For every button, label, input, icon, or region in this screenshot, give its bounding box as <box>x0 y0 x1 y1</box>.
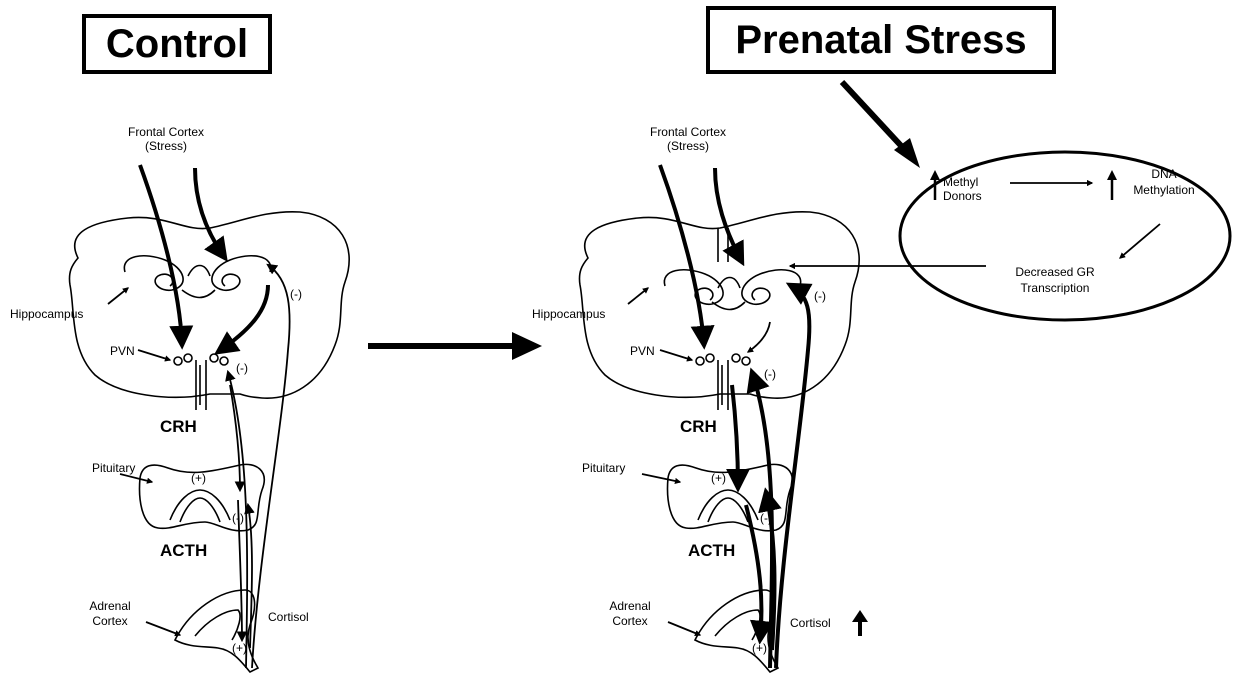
stress-adrenal-pointer <box>668 622 700 635</box>
control-pituitary-neg-sign: (-) <box>232 511 244 525</box>
stress-cortisol-label: Cortisol <box>790 616 831 630</box>
stress-pituitary-label: Pituitary <box>582 461 625 475</box>
stress-adrenal-line2: Cortex <box>612 614 647 628</box>
control-pvn-neg-sign: (-) <box>236 361 248 375</box>
stress-adrenal-inner <box>715 610 760 640</box>
stress-stalk <box>718 228 728 410</box>
stress-hippocampus-label: Hippocampus <box>532 307 605 321</box>
methyl-donors-up-arrowhead <box>930 170 940 180</box>
stress-pituitary-pointer <box>642 474 680 482</box>
control-brain-outline <box>69 212 349 398</box>
decreased-gr-line2: Transcription <box>1021 281 1090 295</box>
control-cortisol-label: Cortisol <box>268 610 309 624</box>
control-adrenal-pointer <box>146 622 180 635</box>
dna-methylation-line1: DNA <box>1151 167 1176 181</box>
control-pvn-label: PVN <box>110 344 135 358</box>
stress-pituitary-neg-sign: (-) <box>760 511 772 525</box>
dna-methylation-line2: Methylation <box>1133 183 1194 197</box>
stress-acth-label: ACTH <box>688 541 735 560</box>
decreased-gr-line1: Decreased GR <box>1015 265 1095 279</box>
control-hippocampus-pointer <box>108 288 128 304</box>
stress-hippo-pvn-arrow <box>748 322 770 352</box>
stress-cortisol-up-arrowhead <box>852 610 868 622</box>
control-pvn-cluster <box>174 354 228 365</box>
control-hippocampus-mid <box>182 266 215 298</box>
control-frontal-cortex-line2: (Stress) <box>145 139 187 153</box>
prenatal-to-mechanism-arrow <box>842 82 905 150</box>
stress-pvn-label: PVN <box>630 344 655 358</box>
dna-to-gr-arrow <box>1120 224 1160 258</box>
control-hippo-pvn-arrow <box>218 285 268 352</box>
control-crh-label: CRH <box>160 417 197 436</box>
mechanism-ellipse-group: Methyl Donors DNA Methylation Decreased … <box>790 152 1230 320</box>
stress-cortisol-to-hippo <box>776 285 809 668</box>
control-adrenal-line2: Cortex <box>92 614 127 628</box>
control-acth-label: ACTH <box>160 541 207 560</box>
control-pvn-pointer <box>138 350 170 360</box>
stress-crh-arrow <box>732 385 738 488</box>
stress-panel: Frontal Cortex (Stress) Hippocampus PVN … <box>532 125 868 672</box>
stress-pituitary-pos-sign: (+) <box>711 471 726 485</box>
control-adrenal-line1: Adrenal <box>89 599 130 613</box>
stress-hippocampus-pointer <box>628 288 648 304</box>
control-adrenal-inner <box>195 610 240 640</box>
control-hippocampus-label: Hippocampus <box>10 307 83 321</box>
control-panel: Frontal Cortex (Stress) Hippocampus PVN … <box>10 125 349 672</box>
stress-adrenal-pos-sign: (+) <box>752 641 767 655</box>
control-stalk <box>196 360 206 410</box>
stress-pvn-cluster <box>696 354 750 365</box>
stress-frontal-cortex-line2: (Stress) <box>667 139 709 153</box>
control-hippocampus-right <box>212 256 271 290</box>
stress-frontal-arrow-1 <box>660 165 704 345</box>
stress-pvn-neg-sign: (-) <box>764 367 776 381</box>
stress-hippocampus-mid <box>712 278 745 310</box>
control-pituitary-pointer <box>120 474 152 482</box>
stress-frontal-cortex-line1: Frontal Cortex <box>650 125 726 139</box>
control-frontal-cortex-line1: Frontal Cortex <box>128 125 204 139</box>
stress-crh-label: CRH <box>680 417 717 436</box>
stress-adrenal-outline <box>695 590 778 672</box>
dna-methylation-up-arrowhead <box>1107 170 1117 180</box>
control-hippo-neg-sign: (-) <box>290 287 302 301</box>
stress-adrenal-line1: Adrenal <box>609 599 650 613</box>
methyl-donors-line2: Donors <box>943 189 982 203</box>
control-adrenal-pos-sign: (+) <box>232 641 247 655</box>
methyl-donors-line1: Methyl <box>943 175 978 189</box>
stress-hippo-neg-sign: (-) <box>814 289 826 303</box>
stress-pvn-pointer <box>660 350 692 360</box>
control-frontal-arrow-2 <box>195 168 225 258</box>
control-to-stress-arrowhead <box>512 332 542 360</box>
control-pituitary-label: Pituitary <box>92 461 135 475</box>
control-pituitary-inner <box>170 490 230 522</box>
control-pituitary-pos-sign: (+) <box>191 471 206 485</box>
stress-brain-outline <box>579 212 859 398</box>
control-cortisol-to-pituitary <box>248 505 252 648</box>
